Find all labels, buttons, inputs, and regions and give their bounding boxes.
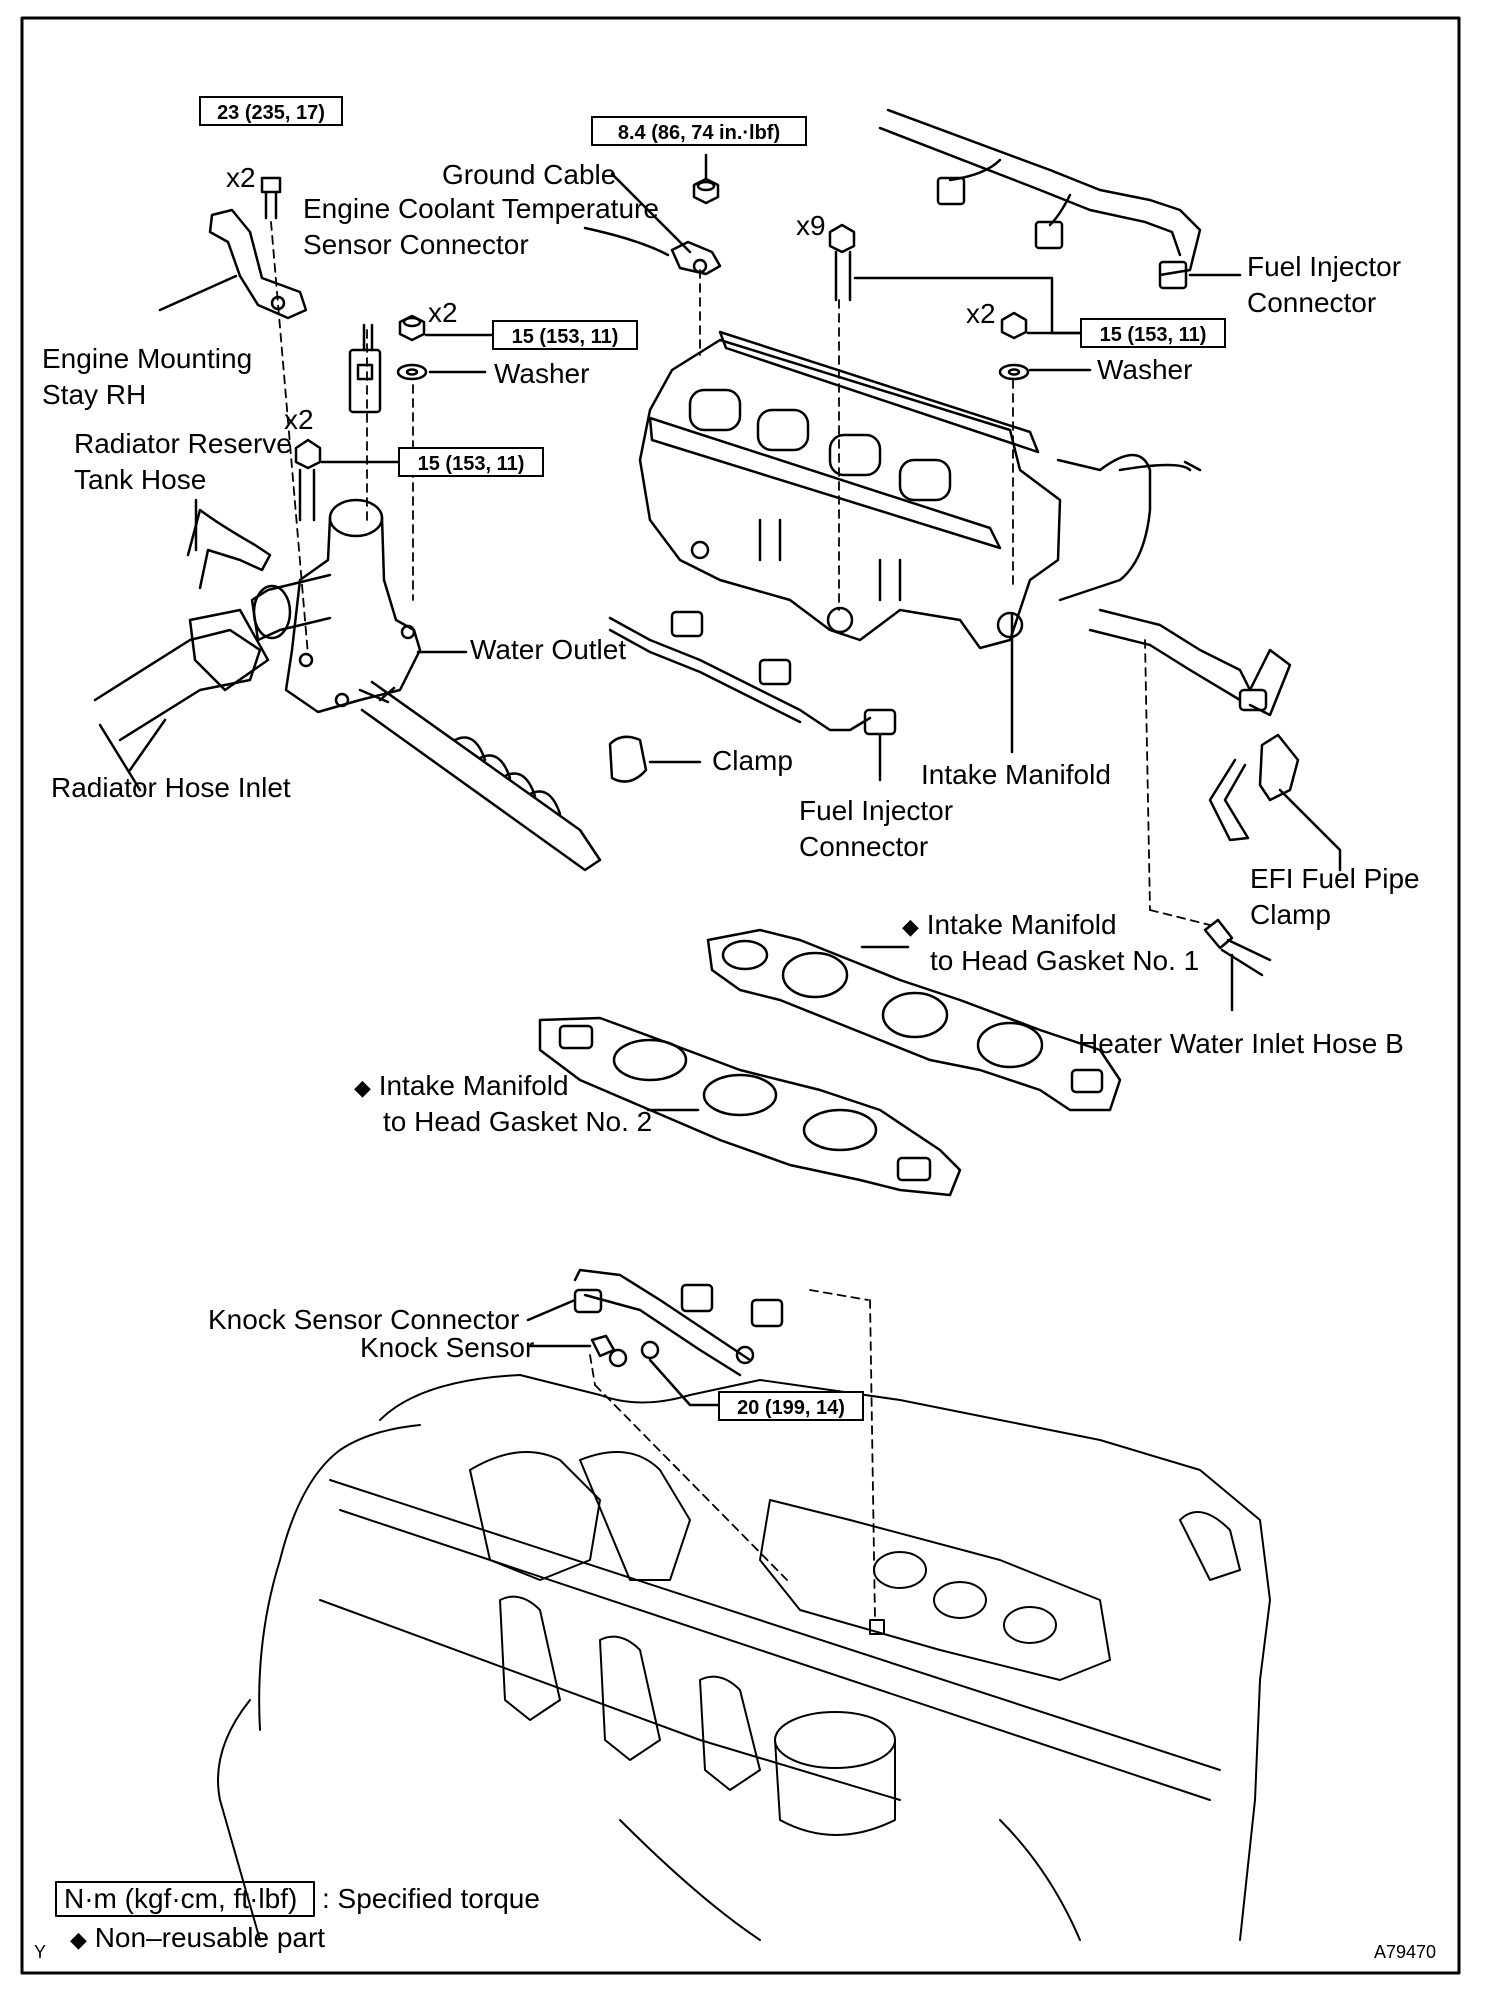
label-gasket-no2-line2: to Head Gasket No. 2 — [383, 1106, 653, 1137]
label-intake-manifold: Intake Manifold — [921, 759, 1111, 790]
label-radiator-hose-inlet: Radiator Hose Inlet — [51, 772, 291, 803]
label-efi-clamp-line2: Clamp — [1250, 899, 1331, 930]
count-right-nut: x2 — [966, 298, 996, 329]
label-heater-hose-b: Heater Water Inlet Hose B — [1078, 1028, 1404, 1059]
fuel-pipe-part — [1088, 608, 1292, 717]
torque-box-stay-bolt: 23 (235, 17) — [199, 96, 343, 126]
label-fuel-injector-connector-top-line1: Fuel Injector — [1247, 251, 1402, 282]
corner-mark: Y — [34, 1942, 47, 1962]
legend-torque-units: N·m (kgf·cm, ft·lbf) — [64, 1883, 298, 1914]
bolt-water-outlet-part — [294, 438, 322, 522]
legend-box — [55, 1881, 315, 1917]
water-outlet-part — [250, 498, 602, 872]
nut-right-part — [1000, 311, 1028, 340]
page-frame — [20, 16, 1461, 1975]
label-knock-sensor-connector: Knock Sensor Connector — [208, 1304, 520, 1335]
reserve-tank-hose-part — [186, 508, 272, 590]
torque-box-water-outlet: 15 (153, 11) — [398, 447, 544, 477]
label-fuel-injector-connector-mid-line2: Connector — [799, 831, 929, 862]
label-fuel-injector-connector-mid-line1: Fuel Injector — [799, 795, 954, 826]
torque-box-knock-sensor: 20 (199, 14) — [718, 1391, 864, 1421]
label-radiator-reserve-line2: Tank Hose — [74, 464, 207, 495]
washer-right-part — [998, 363, 1030, 381]
torque-box-ground-nut: 8.4 (86, 74 in.·lbf) — [591, 116, 807, 146]
label-gasket-no2-line1: ◆ Intake Manifold — [354, 1070, 569, 1101]
torque-box-left-nut: 15 (153, 11) — [492, 320, 638, 350]
label-radiator-reserve-line1: Radiator Reserve — [74, 428, 292, 459]
nonreusable-mark: ◆ — [70, 1927, 87, 1952]
ground-cable-part — [583, 177, 722, 276]
count-manifold-bolt: x9 — [796, 210, 826, 241]
label-knock-sensor: Knock Sensor — [360, 1332, 535, 1363]
nonreusable-mark: ◆ — [354, 1075, 371, 1100]
label-gasket-no1-line1: ◆ Intake Manifold — [902, 909, 1117, 940]
knock-sensor-harness-part — [573, 1268, 784, 1377]
label-washer-left: Washer — [494, 358, 590, 389]
figure-id: A79470 — [1374, 1942, 1437, 1962]
top-harness-part — [878, 108, 1202, 290]
efi-clamp-part — [1208, 733, 1300, 842]
label-ground-cable: Ground Cable — [442, 159, 617, 190]
heater-hose-b-part — [1203, 918, 1272, 977]
count-stay-bolt: x2 — [226, 162, 256, 193]
gasket-no2-part — [538, 1016, 962, 1197]
washer-left-part — [396, 363, 428, 381]
legend-nonreusable: ◆ Non–reusable part — [70, 1922, 326, 1953]
label-fuel-injector-connector-top-line2: Connector — [1247, 287, 1377, 318]
label-engine-mounting-stay-line2: Stay RH — [42, 379, 147, 410]
label-clamp: Clamp — [712, 745, 793, 776]
label-efi-clamp-line1: EFI Fuel Pipe — [1250, 863, 1420, 894]
radiator-hose-inlet-part — [93, 608, 270, 792]
label-ect-connector-line2: Sensor Connector — [303, 229, 529, 260]
nonreusable-mark: ◆ — [902, 914, 919, 939]
ect-connector-part — [348, 323, 382, 414]
count-left-nut: x2 — [428, 297, 458, 328]
label-washer-right: Washer — [1097, 354, 1193, 385]
label-water-outlet: Water Outlet — [470, 634, 627, 665]
label-ect-connector-line1: Engine Coolant Temperature — [303, 193, 659, 224]
legend-torque-desc: : Specified torque — [322, 1883, 540, 1914]
mid-harness-part — [608, 610, 897, 736]
torque-box-manifold: 15 (153, 11) — [1080, 318, 1226, 348]
bolt-x9-part — [828, 223, 856, 302]
engine-mounting-stay-part — [208, 176, 308, 320]
intake-manifold-part — [638, 330, 1202, 650]
nut-left-part — [398, 314, 426, 342]
count-water-outlet-bolt: x2 — [284, 404, 314, 435]
gasket-no1-part — [706, 928, 1122, 1112]
engine-block-part — [217, 1374, 1271, 1941]
label-gasket-no1-line2: to Head Gasket No. 1 — [930, 945, 1200, 976]
clamp-part — [608, 735, 648, 783]
label-engine-mounting-stay-line1: Engine Mounting — [42, 343, 253, 374]
